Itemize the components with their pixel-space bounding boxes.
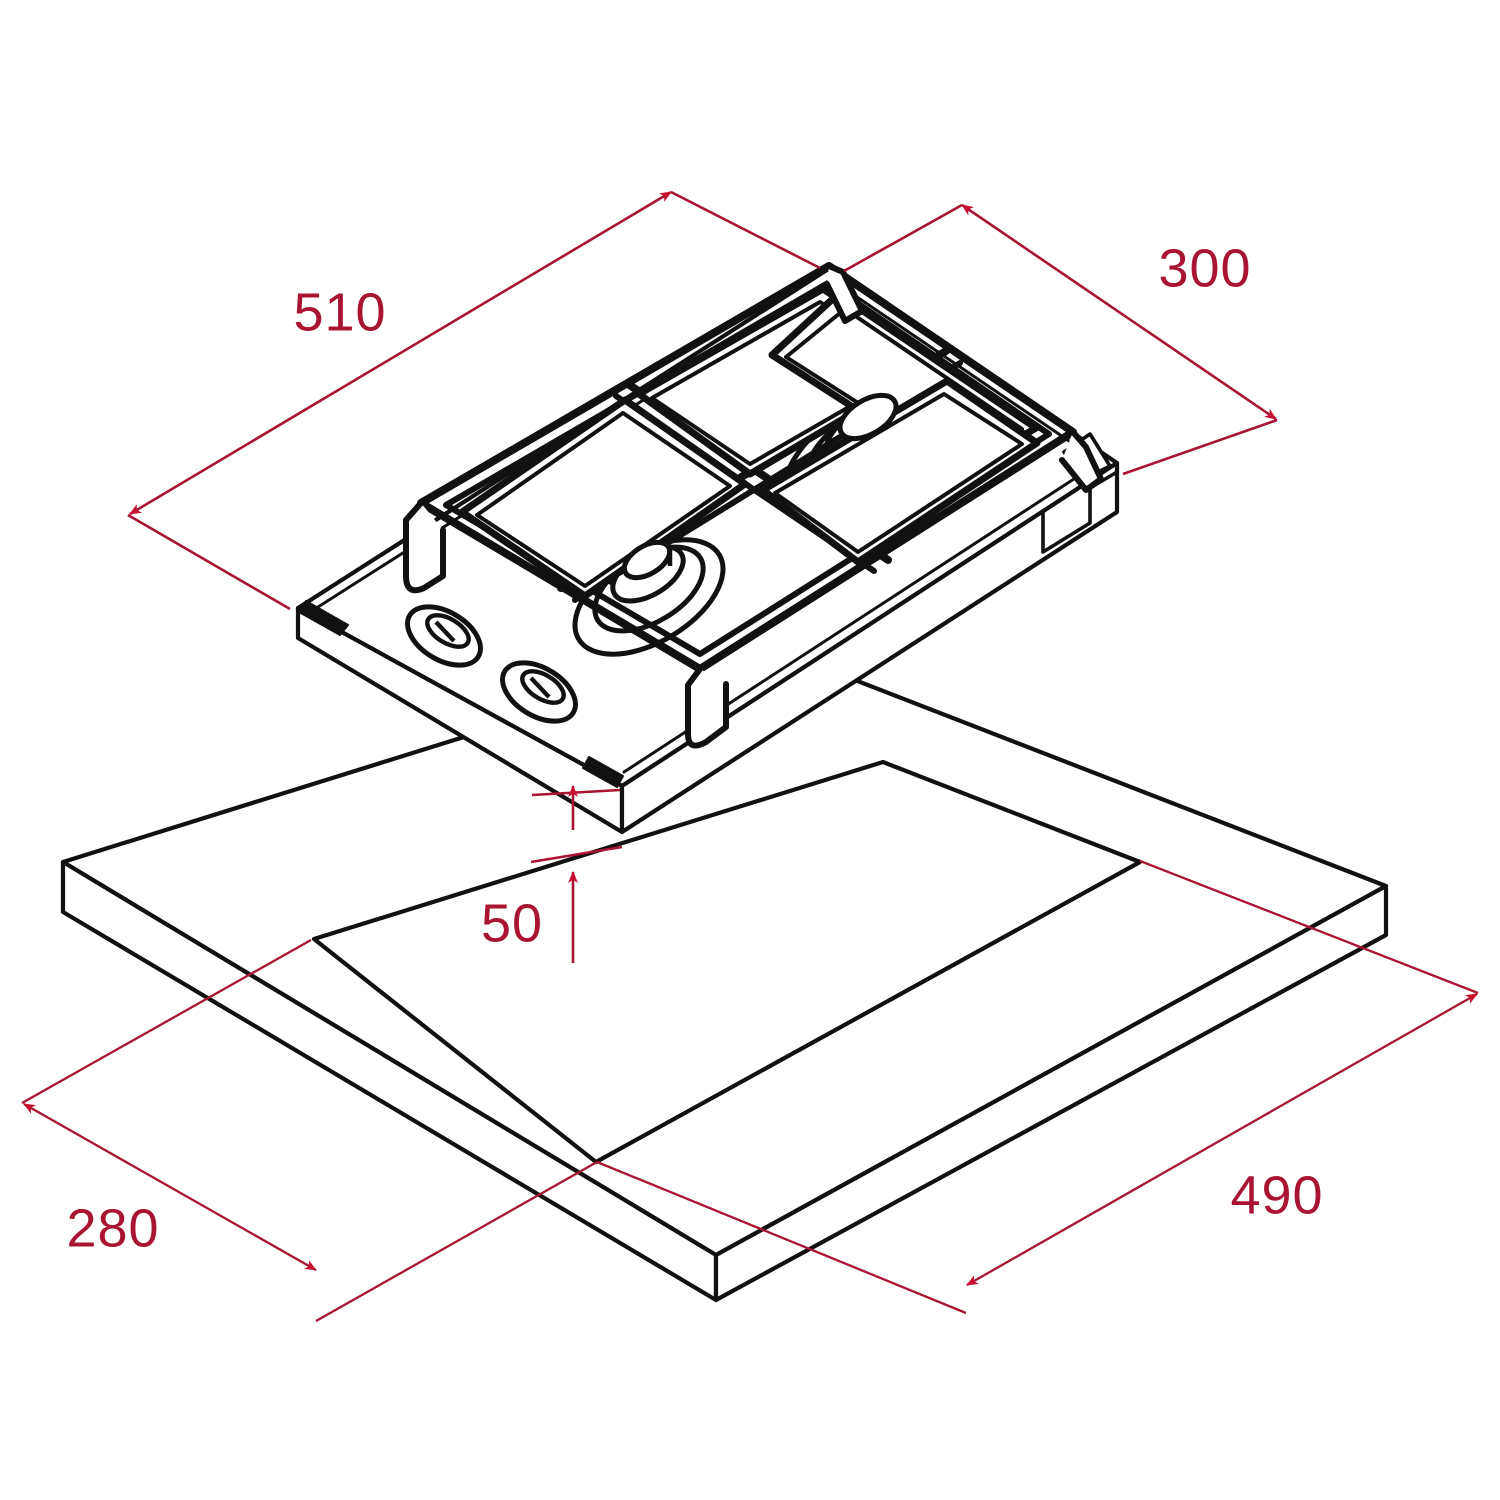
rear-burner-cap-overlay <box>837 392 899 442</box>
dim-280-line <box>23 1103 317 1271</box>
dimension-label-510: 510 <box>293 282 386 342</box>
dim-50-extension-bottom <box>530 845 623 864</box>
dim-280-extension-b <box>315 1160 598 1323</box>
hob-side-notch <box>1041 486 1092 554</box>
hob-mounting-clip-right <box>582 756 624 788</box>
dimension-510 <box>127 190 821 611</box>
grate-foot-right <box>1059 429 1104 493</box>
dimension-label-300: 300 <box>1158 238 1251 298</box>
front-burner-cap-overlay <box>621 539 673 581</box>
dim-300-extension-a <box>843 203 963 273</box>
grate-foot-rear <box>824 263 865 324</box>
dim-490-extension-b <box>596 1160 967 1315</box>
dim-510-extension-a <box>670 190 821 270</box>
dimension-label-50: 50 <box>481 893 543 953</box>
dim-510-extension-b <box>127 513 291 611</box>
grate-cell-front-right-in <box>773 392 1024 554</box>
burner-knob-right[interactable] <box>492 651 585 733</box>
dimension-label-280: 280 <box>66 1198 159 1258</box>
dimension-label-490: 490 <box>1230 1165 1323 1225</box>
grate-foot-left <box>403 500 446 594</box>
dimension-490 <box>596 859 1479 1315</box>
dimension-280 <box>21 938 598 1323</box>
hob-mounting-clip-left <box>298 600 349 636</box>
burner-knob-left[interactable] <box>397 595 490 677</box>
hob-front-right-apron <box>619 460 1120 835</box>
hob-control-knobs <box>397 595 585 733</box>
dim-280-extension-a <box>21 938 312 1105</box>
dim-510-line <box>129 190 672 516</box>
dim-490-extension-a <box>1139 859 1479 995</box>
dim-300-line <box>961 203 1277 421</box>
dimension-50 <box>530 785 623 963</box>
dim-490-line <box>966 993 1478 1286</box>
grate-foot-front <box>685 666 729 749</box>
dim-300-extension-b <box>1122 418 1278 476</box>
dimension-300 <box>843 203 1278 476</box>
